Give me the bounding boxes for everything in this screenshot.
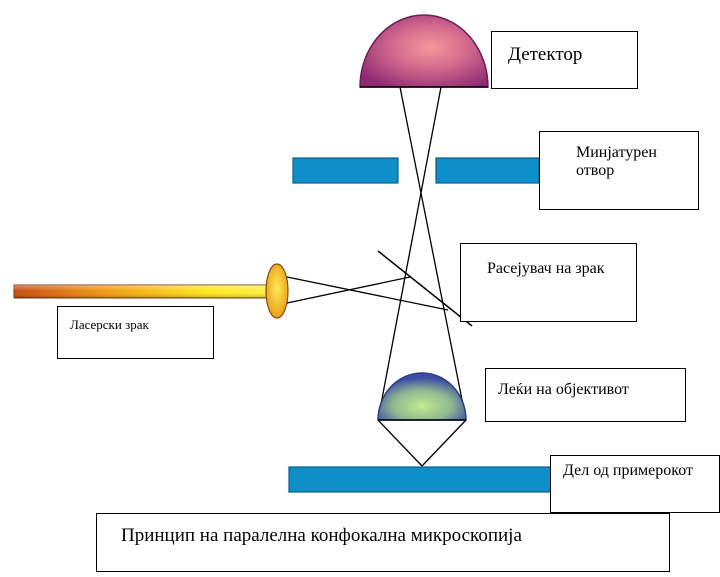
objective-lens-label-box: Леќи на објективот xyxy=(485,368,686,422)
diagram-caption: Принцип на паралелна конфокална микроско… xyxy=(121,525,522,546)
specimen-plate xyxy=(288,466,552,493)
focus-cone-left xyxy=(377,419,423,467)
objective-lens xyxy=(377,372,467,421)
focusing-lens xyxy=(265,263,289,319)
ray-detector-left xyxy=(399,86,467,421)
pinhole-plate-left xyxy=(292,157,399,184)
laser-beam-label: Ласерски зрак xyxy=(70,317,149,332)
pinhole-plate-right xyxy=(435,157,540,184)
detector-dome xyxy=(359,14,489,88)
focus-cone-right xyxy=(421,419,467,467)
pinhole-label-box: Минјатурен отвор xyxy=(539,131,699,210)
ray-laser-upper xyxy=(286,276,449,311)
beam-splitter-plate xyxy=(377,250,473,327)
specimen-label: Дел од примерокот xyxy=(563,462,693,479)
laser-beam-shade xyxy=(14,285,276,298)
specimen-label-box: Дел од примерокот xyxy=(550,455,720,513)
laser-beam-label-box: Ласерски зрак xyxy=(57,306,214,359)
pinhole-label: Минјатурен отвор xyxy=(576,144,657,180)
caption-box: Принцип на паралелна конфокална микроско… xyxy=(96,513,670,572)
detector-label-box: Детектор xyxy=(491,31,638,89)
ray-detector-right xyxy=(377,86,442,421)
detector-label: Детектор xyxy=(508,44,583,65)
ray-laser-lower xyxy=(286,276,411,304)
objective-lens-label: Леќи на објективот xyxy=(498,381,629,398)
beam-splitter-label: Расејувач на зрак xyxy=(487,260,605,277)
beam-splitter-label-box: Расејувач на зрак xyxy=(460,243,637,322)
